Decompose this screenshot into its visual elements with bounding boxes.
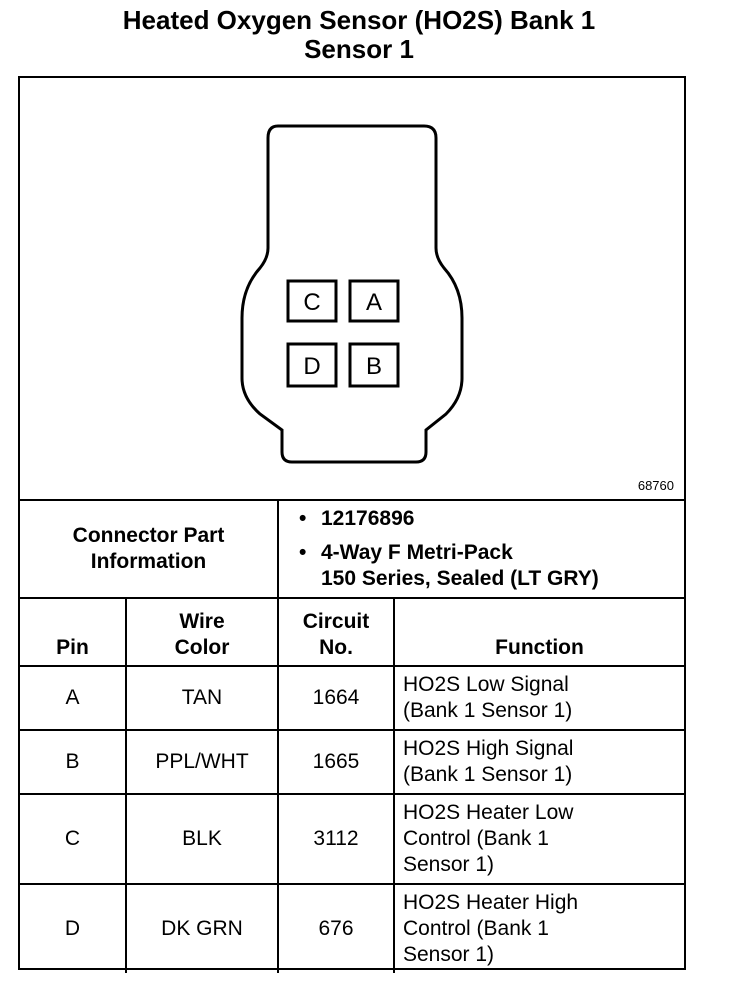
- connector-outline: [240, 124, 464, 464]
- connector-description-line-1: 4-Way F Metri-Pack: [321, 541, 513, 564]
- part-number-item: • 12176896: [299, 506, 684, 532]
- function-line-1: HO2S Low Signal: [403, 673, 569, 696]
- function-line-1: HO2S High Signal: [403, 737, 574, 760]
- connector-info-row: Connector Part Information • 12176896 • …: [20, 501, 684, 599]
- header-row: Pin Wire Color Circuit No. Function: [20, 597, 684, 667]
- wire-color-cell: PPL/WHT: [125, 729, 279, 795]
- wire-color-cell: TAN: [125, 665, 279, 731]
- connector-info-label-line-1: Connector Part: [72, 524, 225, 547]
- header-circuit-line-1: Circuit: [302, 610, 370, 633]
- circuit-cell: 1665: [277, 729, 395, 795]
- function-cell: HO2S Low Signal (Bank 1 Sensor 1): [393, 665, 684, 731]
- bullet-icon: •: [299, 507, 307, 530]
- pin-d-label: D: [303, 353, 320, 380]
- connector-face-drawing: C A D B: [240, 124, 464, 464]
- wire-color-cell: BLK: [125, 793, 279, 885]
- connector-sheet: C A D B 68760 Connector Part Information…: [18, 76, 686, 973]
- circuit-cell: 1664: [277, 665, 395, 731]
- circuit-cell: 676: [277, 883, 395, 973]
- pin-cell: D: [20, 883, 127, 973]
- function-line-3: Sensor 1): [403, 943, 495, 966]
- function-line-2: Control (Bank 1: [403, 827, 549, 850]
- pin-b-box: [348, 342, 400, 388]
- pin-a-box: [348, 279, 400, 323]
- pin-d-box: [286, 342, 338, 388]
- function-line-2: (Bank 1 Sensor 1): [403, 699, 573, 722]
- connector-description-item: • 4-Way F Metri-Pack: [299, 540, 684, 566]
- header-wire-line-2: Color: [174, 636, 230, 659]
- pin-c-label: C: [303, 289, 320, 316]
- function-line-2: Control (Bank 1: [403, 917, 549, 940]
- header-pin: Pin: [20, 597, 127, 667]
- header-function: Function: [393, 597, 684, 667]
- pin-cell: B: [20, 729, 127, 795]
- page-title: Heated Oxygen Sensor (HO2S) Bank 1 Senso…: [0, 6, 718, 64]
- pin-b-label: B: [366, 353, 382, 380]
- pin-c-box: [286, 279, 338, 323]
- function-cell: HO2S High Signal (Bank 1 Sensor 1): [393, 729, 684, 795]
- table-row: C BLK 3112 HO2S Heater Low Control (Bank…: [20, 793, 684, 885]
- table-row: B PPL/WHT 1665 HO2S High Signal (Bank 1 …: [20, 729, 684, 795]
- table-row: A TAN 1664 HO2S Low Signal (Bank 1 Senso…: [20, 665, 684, 731]
- figure-id: 68760: [637, 478, 674, 493]
- header-wire-line-1: Wire: [179, 610, 225, 633]
- connector-info-label-line-2: Information: [90, 550, 207, 573]
- function-line-2: (Bank 1 Sensor 1): [403, 763, 573, 786]
- pin-cell: C: [20, 793, 127, 885]
- connector-info-values: • 12176896 • 4-Way F Metri-Pack 150 Seri…: [277, 501, 684, 599]
- connector-diagram: C A D B 68760: [20, 78, 684, 501]
- pinout-table: Connector Part Information • 12176896 • …: [20, 501, 684, 973]
- circuit-cell: 3112: [277, 793, 395, 885]
- function-cell: HO2S Heater Low Control (Bank 1 Sensor 1…: [393, 793, 684, 885]
- title-line-1: Heated Oxygen Sensor (HO2S) Bank 1: [122, 5, 596, 35]
- title-line-2: Sensor 1: [304, 34, 414, 64]
- bullet-icon: •: [299, 541, 307, 564]
- header-circuit-line-2: No.: [319, 636, 353, 659]
- function-line-3: Sensor 1): [403, 853, 495, 876]
- header-circuit: Circuit No.: [277, 597, 395, 667]
- function-line-1: HO2S Heater High: [403, 891, 579, 914]
- connector-info-label: Connector Part Information: [20, 501, 279, 599]
- function-cell: HO2S Heater High Control (Bank 1 Sensor …: [393, 883, 684, 973]
- connector-description-line-2: 150 Series, Sealed (LT GRY): [321, 567, 599, 590]
- header-wire-color: Wire Color: [125, 597, 279, 667]
- function-line-1: HO2S Heater Low: [403, 801, 574, 824]
- part-number: 12176896: [321, 507, 415, 530]
- pin-cell: A: [20, 665, 127, 731]
- wire-color-cell: DK GRN: [125, 883, 279, 973]
- table-row: D DK GRN 676 HO2S Heater High Control (B…: [20, 883, 684, 973]
- pin-a-label: A: [366, 289, 382, 316]
